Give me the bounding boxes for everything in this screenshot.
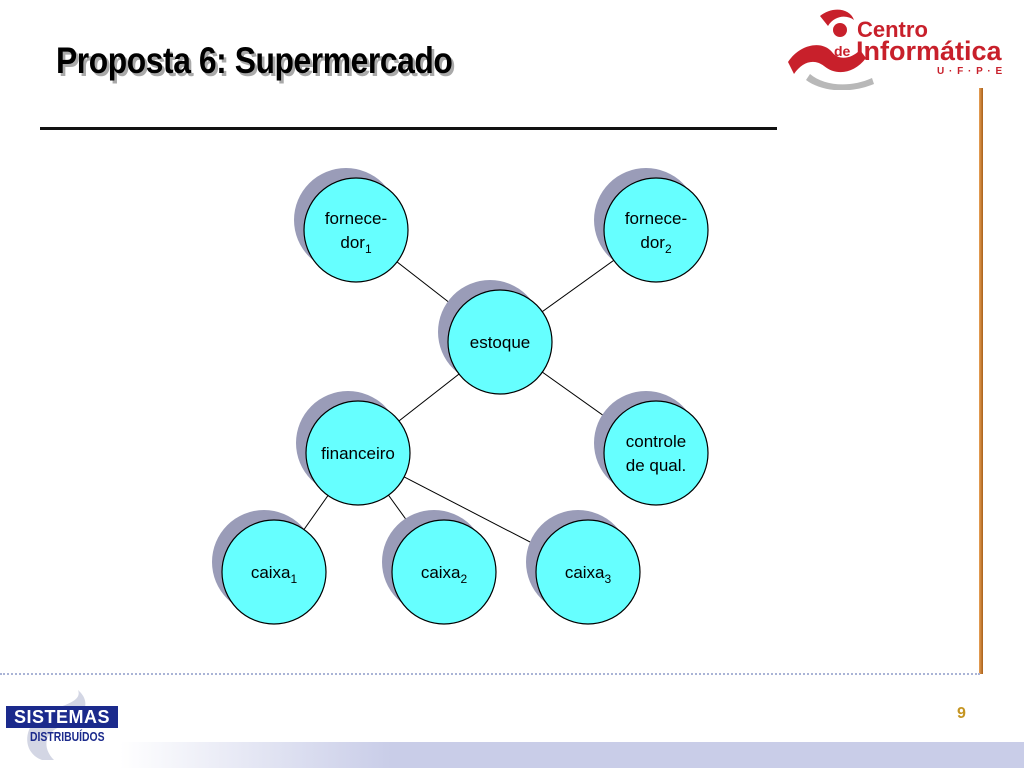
node-circle (603, 177, 709, 283)
node-circle (603, 400, 709, 506)
logo-text-de: de (834, 43, 851, 59)
node-label: fornece- (325, 209, 387, 228)
node-circle (221, 519, 327, 625)
node-fornecedor2: fornece-dor2 (594, 168, 709, 283)
logo-text-centro: Centro (857, 17, 928, 42)
node-subscript: 2 (461, 572, 468, 586)
vertical-accent-bar (979, 88, 983, 674)
centro-informatica-logo (788, 9, 874, 90)
node-label: de qual. (626, 456, 687, 475)
footer-dotted-line (0, 673, 980, 675)
node-circle (303, 177, 409, 283)
node-label: caixa3 (565, 563, 612, 586)
page-number: 9 (957, 705, 966, 722)
node-fornecedor1: fornece-dor1 (294, 168, 409, 283)
node-caixa1: caixa1 (212, 510, 327, 625)
logo-text-ufpe: U · F · P · E (937, 66, 1004, 77)
node-label: dor2 (640, 233, 672, 256)
node-subscript: 3 (605, 572, 612, 586)
node-label: caixa2 (421, 563, 468, 586)
node-subscript: 2 (665, 242, 672, 256)
slide-title: Proposta 6: Supermercado (56, 40, 453, 81)
node-subscript: 1 (365, 242, 372, 256)
node-label: fornece- (625, 209, 687, 228)
node-circle (305, 400, 411, 506)
title-underline (40, 127, 777, 130)
node-caixa3: caixa3 (526, 510, 641, 625)
footer-logo-sistemas: SISTEMAS (6, 706, 118, 728)
node-label: estoque (470, 333, 531, 352)
logo-text-informatica: Informática (856, 36, 1002, 66)
node-circle (535, 519, 641, 625)
node-financeiro: financeiro (296, 391, 411, 506)
node-label: controle (626, 432, 686, 451)
node-subscript: 1 (291, 572, 298, 586)
node-label: dor1 (340, 233, 372, 256)
footer-logo-distribuidos: DISTRIBUÍDOS (30, 729, 105, 744)
node-circle (391, 519, 497, 625)
node-controle: controle de qual. (594, 391, 709, 506)
node-label: caixa1 (251, 563, 298, 586)
node-caixa2: caixa2 (382, 510, 497, 625)
footer-gradient-band (120, 742, 1024, 768)
diagram-nodes: fornece-dor1fornece-dor2estoquefinanceir… (212, 168, 709, 625)
node-circle (447, 289, 553, 395)
node-label: financeiro (321, 444, 395, 463)
node-estoque: estoque (438, 280, 553, 395)
